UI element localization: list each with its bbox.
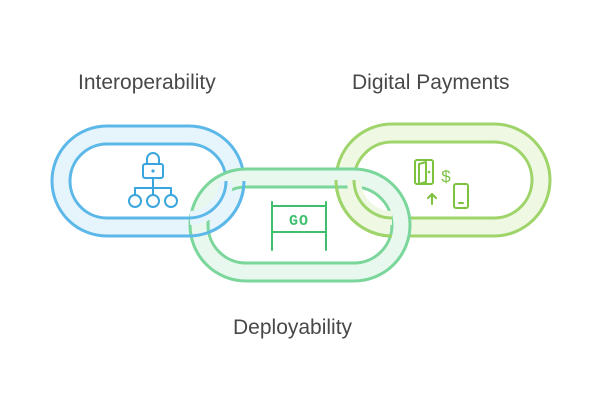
go-sign-icon: GO bbox=[271, 201, 327, 251]
label-deployability: Deployability bbox=[233, 316, 353, 339]
label-interoperability: Interoperability bbox=[78, 71, 216, 94]
network-lock-icon bbox=[128, 152, 178, 208]
label-digital-payments: Digital Payments bbox=[352, 71, 510, 94]
overlap-blue-over-green bbox=[188, 180, 246, 238]
svg-text:$: $ bbox=[441, 167, 451, 186]
overlap-lightgreen-over-green bbox=[334, 179, 393, 238]
digital-payment-icon: $ bbox=[414, 159, 469, 209]
go-sign-text: GO bbox=[289, 213, 309, 230]
